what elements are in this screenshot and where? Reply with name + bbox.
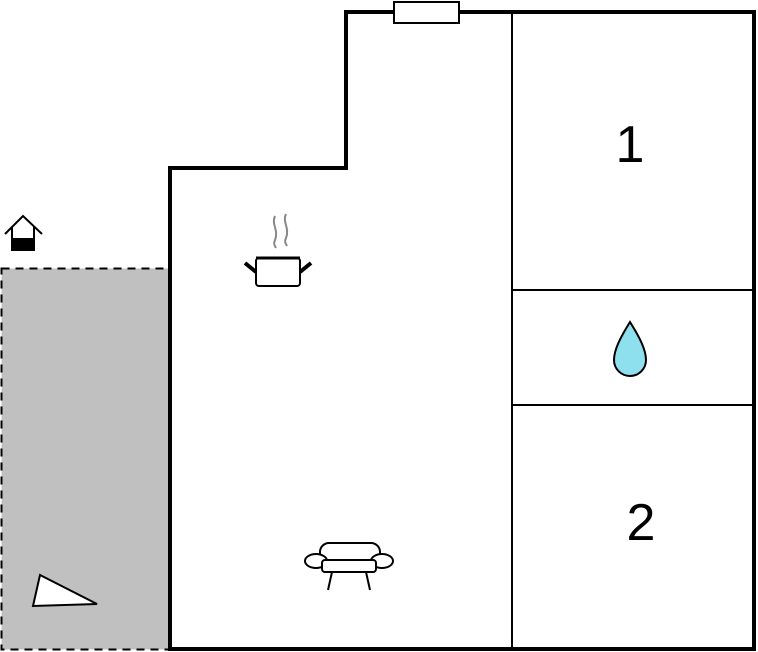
window-icon bbox=[393, 1, 460, 24]
terrace-area bbox=[0, 267, 171, 651]
room-label-bedroom-2: 2 bbox=[627, 494, 656, 552]
house-entrance-icon bbox=[4, 214, 43, 251]
sofa-icon bbox=[304, 542, 394, 591]
room-label-bedroom-1: 1 bbox=[616, 116, 645, 174]
outer-walls bbox=[168, 10, 756, 651]
water-drop-icon bbox=[612, 320, 648, 377]
cooking-pot-icon bbox=[243, 213, 313, 287]
sun-lounger-icon bbox=[31, 573, 98, 608]
